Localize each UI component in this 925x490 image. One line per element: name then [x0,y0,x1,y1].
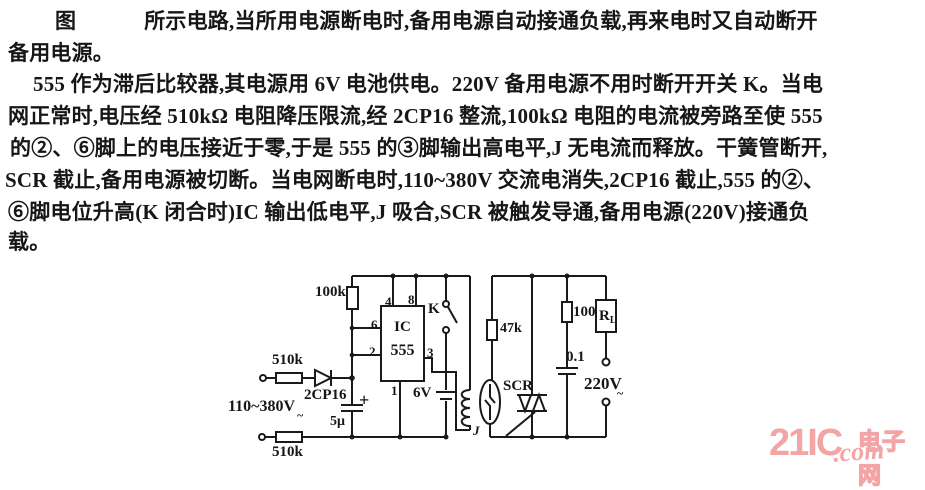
label-output-voltage: 220V [584,374,622,393]
label-resistor-510k-top: 510k [272,352,303,368]
label-resistor-100k: 100k [315,284,346,300]
right-bottom-rail [490,434,606,440]
ac-tilde-output: ~ [617,386,624,400]
watermark-brand: 21IC [769,422,843,464]
label-resistor-100: 100 [573,304,596,320]
paragraph2-line1: 555 作为滞后比较器,其电源用 6V 电池供电。220V 备用电源不用时断开开… [33,72,824,96]
paragraph1-line2: 备用电源。 [8,41,114,65]
resistor-510k-top [275,372,315,384]
battery-6v [436,391,456,437]
label-battery-6v: 6V [413,385,432,401]
paragraph2-line6: 载。 [8,230,51,254]
left-bottom-rail [302,434,449,440]
label-load-rl-sub: L [609,315,617,326]
paragraph1-line1-text: 所示电路,当所用电源断电时,备用电源自动接通负载,再来电时又自动断开 [144,9,818,33]
label-resistor-510k-bottom: 510k [272,444,303,460]
switch-k [442,276,458,390]
input-terminal-bottom [258,433,276,441]
resistor-47k [486,276,498,381]
label-pin-3: 3 [427,345,434,360]
load-rl [595,276,617,358]
label-input-voltage: 110~380V [228,398,295,415]
capacitor-5u [341,404,363,437]
reed-switch [479,379,501,437]
label-scr: SCR [503,378,534,394]
resistor-510k-bottom [275,431,303,443]
label-switch-k: K [428,301,440,317]
output-terminals [601,357,611,437]
paragraph2-line3: 的②、⑥脚上的电压接近于零,于是 555 的③脚输出高电平,J 无电流而释放。干… [10,136,828,160]
label-ic-model: 555 [390,342,415,359]
resistor-100 [561,276,573,367]
label-diode-2cp16: 2CP16 [304,387,347,403]
diode-2cp16 [314,368,355,388]
label-pin-2: 2 [369,344,376,359]
paragraph2-line2: 网正常时,电压经 510kΩ 电阻降压限流,经 2CP16 整流,100kΩ 电… [8,104,823,128]
capacitor-01 [556,367,578,437]
label-relay-j: J [473,423,480,438]
paragraph2-line5: ⑥脚电位升高(K 闭合时)IC 输出低电平,J 吸合,SCR 被触发导通,备用电… [8,200,810,224]
label-resistor-47k: 47k [500,321,522,336]
ac-tilde-input: ~ [297,408,304,422]
label-load-rl-r: R [599,308,610,324]
relay-coil-j [460,276,471,430]
watermark-domain: .com [832,435,886,468]
left-top-rail [352,273,470,279]
ic-555 [349,276,470,437]
label-capacitor-01: 0.1 [566,349,585,365]
paragraph1-line1: 图 所示电路,当所用电源断电时,备用电源自动接通负载,再来电时又自动断开 [55,8,818,34]
figure-ref: 图 [55,9,77,33]
label-pin-6: 6 [371,317,378,332]
right-top-rail [492,273,606,279]
label-pin-8: 8 [408,292,415,307]
label-pin-1: 1 [391,383,398,398]
circuit-schematic [258,273,617,443]
label-load-rl: RL [599,309,617,326]
scr-triac [505,276,547,437]
input-terminal-top [259,374,276,382]
label-capacitor-5u: 5μ [330,414,345,429]
label-ic: IC [394,319,411,335]
label-pin-4: 4 [385,294,392,309]
paragraph2-line4: SCR 截止,备用电源被切断。当电网断电时,110~380V 交流电消失,2CP… [5,168,825,192]
resistor-100k [346,276,359,405]
scanned-page: 图 所示电路,当所用电源断电时,备用电源自动接通负载,再来电时又自动断开 备用电源… [5,8,906,489]
capacitor-polarity-plus: + [359,390,370,410]
